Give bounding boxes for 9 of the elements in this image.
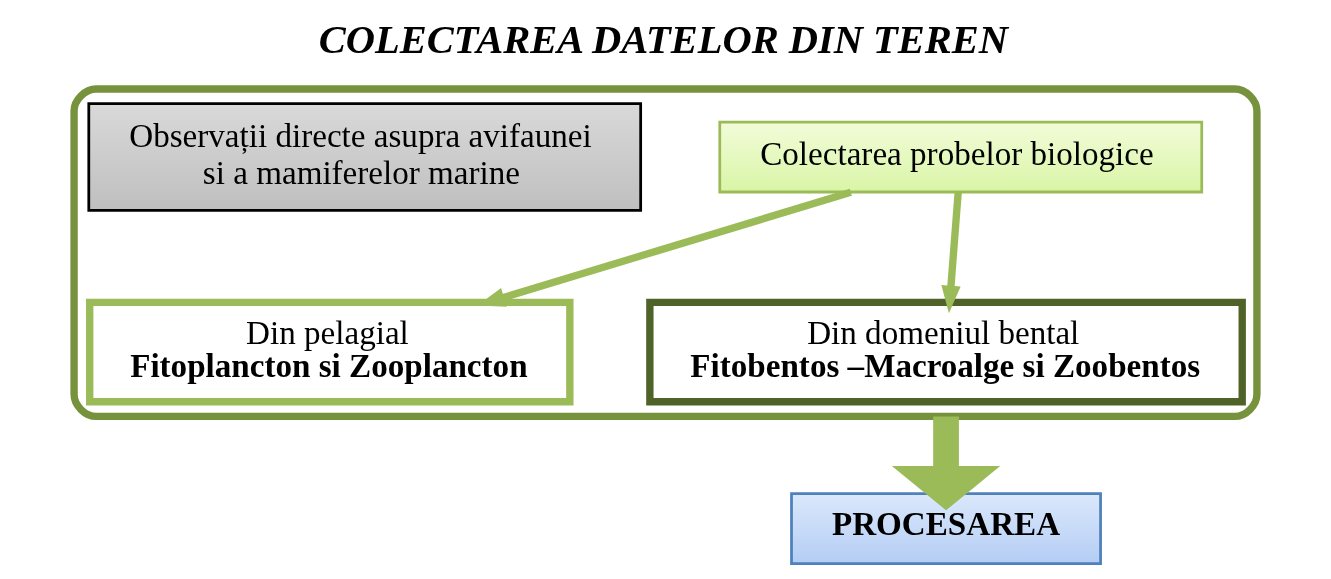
node-box: Colectarea probelor biologice — [718, 120, 1204, 194]
node-box: Din pelagial Fitoplancton si Zooplancton — [86, 298, 574, 406]
node-box: Observații directe asupra avifaunei si a mamiferelor marine — [87, 102, 643, 212]
node-box: Din domeniul bental Fitobentos –Macroalge si Zoobentos — [646, 298, 1246, 406]
arrow — [891, 416, 1001, 511]
diagram-title: COLECTAREA DATELOR DIN TEREN — [318, 17, 1008, 63]
node-box: PROCESAREA — [790, 492, 1102, 565]
cluster — [70, 85, 1261, 421]
arrow — [941, 191, 962, 314]
